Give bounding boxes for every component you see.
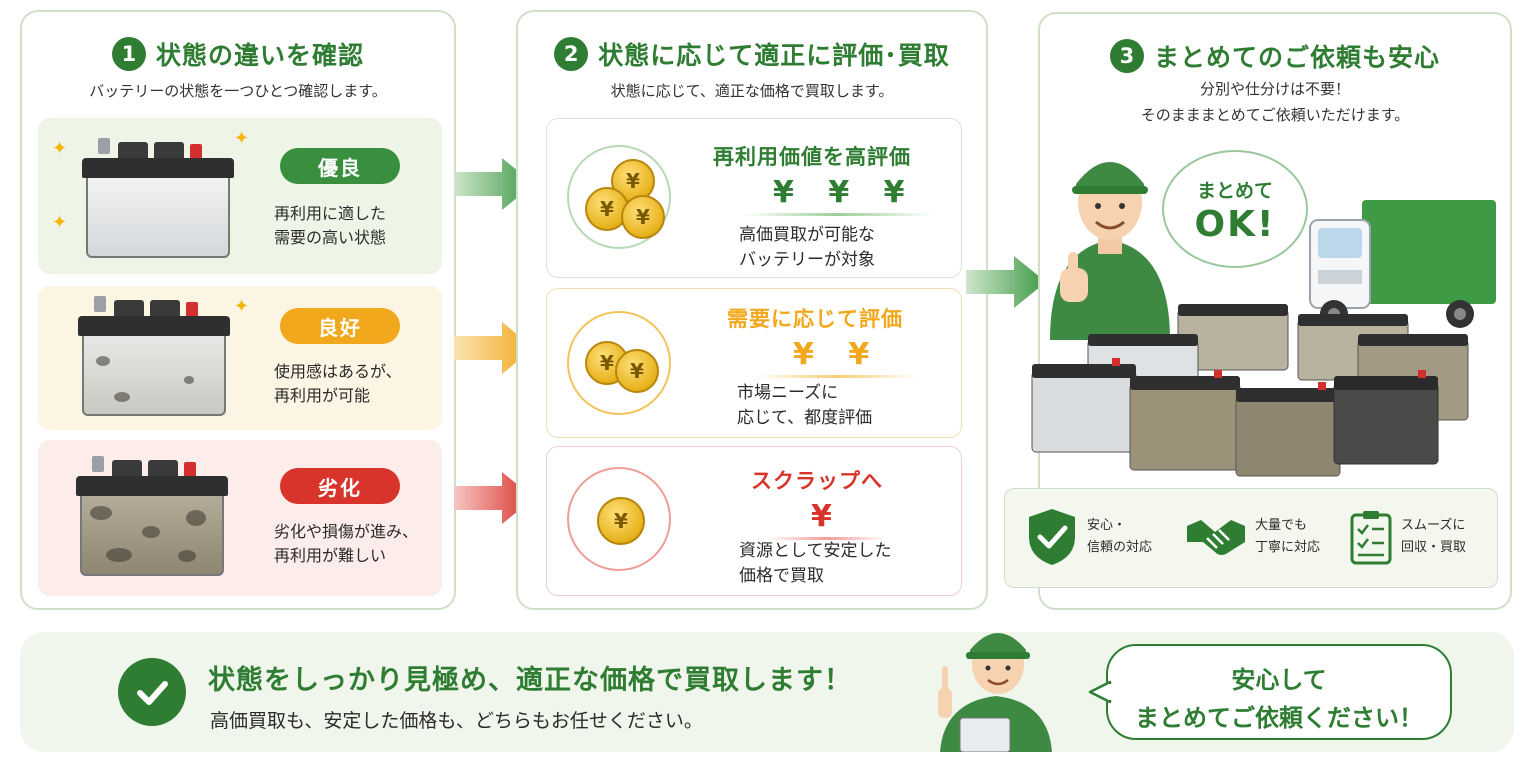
arrow-right-red-icon — [454, 472, 534, 524]
badge-deteriorated: 劣化 — [280, 468, 400, 504]
price-title-high: 再利用価値を高評価 — [713, 145, 911, 169]
price-desc-low: 資源として安定した 価格で買取 — [739, 541, 892, 586]
price-desc-high: 高価買取が可能な バッテリーが対象 — [739, 225, 875, 270]
yen-rating-mid: ¥ ¥ — [793, 337, 882, 372]
sparkle-icon: ✦ — [52, 212, 68, 233]
yen-rating-high: ¥ ¥ ¥ — [773, 175, 917, 210]
arrow-right-green-icon — [966, 256, 1046, 308]
step1-header: 1 状態の違いを確認 — [22, 36, 454, 72]
clipboard-check-icon — [1350, 511, 1392, 565]
price-card-high: ¥ ¥ ¥ 再利用価値を高評価 ¥ ¥ ¥ 高価買取が可能な バッテリーが対象 — [546, 118, 962, 278]
sparkle-icon: ✦ — [234, 296, 250, 317]
request-speech-bubble: 安心して まとめてご依頼ください！ — [1106, 644, 1452, 740]
price-title-low: スクラップへ — [751, 469, 883, 493]
truck-illustration — [1309, 200, 1496, 328]
price-card-low: ¥ スクラップへ ¥ 資源として安定した 価格で買取 — [546, 446, 962, 596]
arrow-right-yellow-icon — [454, 322, 534, 374]
badge-excellent: 優良 — [280, 148, 400, 184]
price-card-mid: ¥ ¥ 需要に応じて評価 ¥ ¥ 市場ニーズに 応じて、都度評価 — [546, 288, 962, 438]
condition-card-excellent: ✦ ✦ ✦ 優良 再利用に適した 需要の高い状態 — [38, 118, 442, 274]
bottom-banner: 状態をしっかり見極め、適正な価格で買取します！ 高価買取も、安定した価格も、どち… — [20, 632, 1514, 752]
battery-good-icon — [74, 296, 234, 416]
condition-card-good: ✦ 良好 使用感はあるが、 再利用が可能 — [38, 286, 442, 430]
condition-desc-excellent: 再利用に適した 需要の高い状態 — [274, 204, 387, 247]
step3-number: 3 — [1109, 39, 1144, 73]
condition-card-deteriorated: 劣化 劣化や損傷が進み、 再利用が難しい — [38, 440, 442, 596]
coin-stack-3-icon: ¥ ¥ ¥ — [567, 145, 671, 249]
step2-title: 状態に応じて適正に評価･買取 — [598, 41, 950, 70]
step2-header: 2 状態に応じて適正に評価･買取 — [518, 36, 986, 72]
okay-speech-bubble: まとめて OK! — [1162, 150, 1308, 268]
worker-pointing-illustration — [938, 633, 1052, 752]
sparkle-icon: ✦ — [52, 138, 68, 159]
shield-check-icon — [1029, 509, 1075, 565]
sparkle-icon: ✦ — [234, 128, 250, 149]
step1-panel: 1 状態の違いを確認 バッテリーの状態を一つひとつ確認します。 ✦ ✦ ✦ 優良… — [20, 10, 456, 610]
feature-smooth: スムーズに回収・買取 — [1349, 505, 1466, 569]
feature-bulk: 大量でも丁寧に対応 — [1185, 505, 1320, 569]
step3-title: まとめてのご依頼も安心 — [1153, 43, 1440, 72]
step3-header: 3 まとめてのご依頼も安心 — [1040, 38, 1510, 74]
feature-trust: 安心・信頼の対応 — [1025, 505, 1152, 569]
step1-title: 状態の違いを確認 — [155, 41, 364, 70]
step2-panel: 2 状態に応じて適正に評価･買取 状態に応じて、適正な価格で買取します。 ¥ ¥… — [516, 10, 988, 610]
handshake-icon — [1187, 520, 1245, 555]
condition-desc-good: 使用感はあるが、 再利用が可能 — [274, 362, 402, 405]
step2-subtitle: 状態に応じて、適正な価格で買取します。 — [610, 82, 894, 100]
check-circle-icon — [118, 658, 186, 726]
step1-subtitle: バッテリーの状態を一つひとつ確認します。 — [89, 82, 387, 100]
step3-subtitle: 分別や仕分けは不要！ そのまままとめてご依頼いただけます。 — [1140, 80, 1410, 124]
battery-excellent-icon — [78, 138, 238, 258]
bottom-subline: 高価買取も、安定した価格も、どちらもお任せください。 — [210, 710, 703, 732]
features-box: 安心・信頼の対応 大量でも丁寧に対応 スムーズに回収・買取 — [1004, 488, 1498, 588]
bottom-headline: 状態をしっかり見極め、適正な価格で買取します！ — [208, 665, 852, 696]
condition-desc-deteriorated: 劣化や損傷が進み、 再利用が難しい — [274, 522, 419, 565]
battery-deteriorated-icon — [72, 456, 232, 576]
coin-single-icon: ¥ — [567, 467, 671, 571]
step1-number: 1 — [111, 37, 146, 71]
worker-thumbs-up-illustration — [1050, 162, 1170, 340]
battery-pile-illustration — [1031, 304, 1469, 477]
coin-stack-2-icon: ¥ ¥ — [567, 311, 671, 415]
yen-rating-low: ¥ — [811, 499, 844, 534]
arrow-right-green-icon — [454, 158, 534, 210]
step2-number: 2 — [554, 37, 589, 71]
speech-tail-icon — [1088, 680, 1112, 704]
price-title-mid: 需要に応じて評価 — [727, 307, 903, 331]
badge-good: 良好 — [280, 308, 400, 344]
price-desc-mid: 市場ニーズに 応じて、都度評価 — [737, 383, 873, 428]
